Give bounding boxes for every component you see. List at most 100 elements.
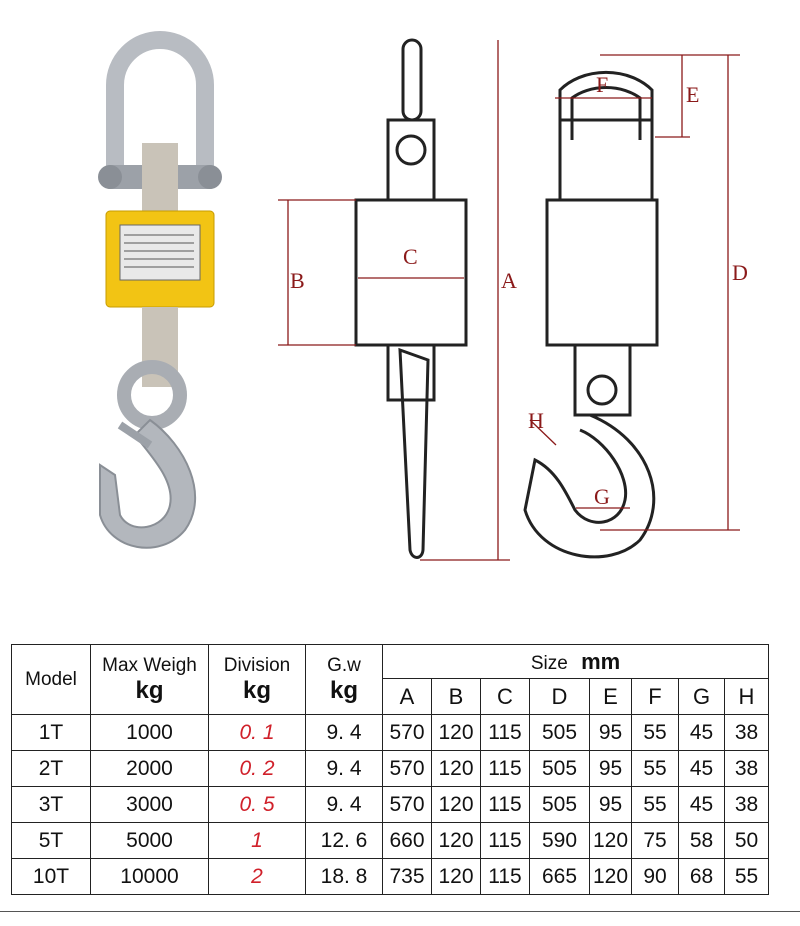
cell-size: 95 [589,786,632,823]
bottom-divider [0,911,800,912]
side-view-yoke [386,118,436,202]
cell-max-weight: 5000 [90,822,209,859]
cell-gw: 9. 4 [305,714,383,751]
size-col-a: A [382,678,432,715]
cell-size: 45 [678,786,725,823]
size-col-b: B [431,678,481,715]
cell-model: 5T [11,822,91,859]
cell-size: 55 [631,750,679,787]
cell-model: 2T [11,750,91,787]
cell-size: 590 [529,822,590,859]
front-view-yoke [558,118,654,202]
cell-gw: 18. 8 [305,858,383,895]
cell-max-weight: 1000 [90,714,209,751]
side-view-body [354,198,468,347]
header-max-weight: Max Weigh kg [90,644,209,715]
cell-size: 115 [480,750,530,787]
dim-label-c: C [403,244,418,269]
header-size-label: Size [530,652,568,674]
dim-label-a: A [501,268,517,293]
header-division-unit: kg [242,676,271,704]
front-view-hook [523,413,656,559]
cell-size: 38 [724,786,769,823]
spec-table: Model Max Weigh kg Division kg G.w kg Si… [11,644,769,895]
cell-size: 120 [431,822,481,859]
header-division-label: Division [223,654,291,676]
cell-size: 55 [631,786,679,823]
cell-max-weight: 2000 [90,750,209,787]
header-max-weight-unit: kg [135,676,164,704]
cell-model: 3T [11,786,91,823]
header-size-unit: mm [581,648,621,674]
cell-division: 0. 5 [208,786,306,823]
cell-size: 58 [678,822,725,859]
header-gw-unit: kg [329,676,358,704]
cell-gw: 9. 4 [305,750,383,787]
dim-label-h: H [528,408,544,433]
cell-size: 120 [431,714,481,751]
cell-model: 1T [11,714,91,751]
cell-size: 505 [529,786,590,823]
header-division: Division kg [208,644,306,715]
cell-size: 50 [724,822,769,859]
size-col-f: F [631,678,679,715]
cell-size: 55 [631,714,679,751]
cell-size: 55 [724,858,769,895]
size-col-g: G [678,678,725,715]
cell-size: 735 [382,858,432,895]
dim-label-f: F [596,72,608,97]
cell-size: 115 [480,822,530,859]
size-col-e: E [589,678,632,715]
size-col-c: C [480,678,530,715]
cell-size: 115 [480,786,530,823]
header-model: Model [11,644,91,715]
header-gw: G.w kg [305,644,383,715]
cell-size: 90 [631,858,679,895]
cell-size: 120 [589,822,632,859]
size-col-d: D [529,678,590,715]
front-view-lower-yoke [573,343,632,417]
cell-max-weight: 3000 [90,786,209,823]
front-view-body [545,198,659,347]
dim-label-d: D [732,260,748,285]
header-max-weight-label: Max Weigh [102,654,197,676]
cell-size: 665 [529,858,590,895]
cell-size: 75 [631,822,679,859]
cell-size: 115 [480,858,530,895]
side-view-shank [401,38,423,122]
header-size: Size mm [382,644,769,679]
cell-gw: 9. 4 [305,786,383,823]
cell-division: 2 [208,858,306,895]
cell-size: 68 [678,858,725,895]
dim-label-e: E [686,82,699,107]
cell-size: 570 [382,786,432,823]
cell-size: 120 [431,786,481,823]
cell-gw: 12. 6 [305,822,383,859]
cell-division: 0. 2 [208,750,306,787]
cell-max-weight: 10000 [90,858,209,895]
cell-size: 120 [431,858,481,895]
cell-size: 505 [529,750,590,787]
cell-size: 570 [382,750,432,787]
cell-size: 120 [431,750,481,787]
cell-size: 570 [382,714,432,751]
cell-size: 660 [382,822,432,859]
cell-size: 38 [724,714,769,751]
cell-size: 95 [589,714,632,751]
product-photo [98,31,222,549]
cell-division: 1 [208,822,306,859]
cell-division: 0. 1 [208,714,306,751]
cell-size: 38 [724,750,769,787]
cell-size: 45 [678,714,725,751]
cell-size: 95 [589,750,632,787]
side-view-lower-yoke [386,343,436,402]
cell-size: 505 [529,714,590,751]
dim-label-b: B [290,268,305,293]
cell-model: 10T [11,858,91,895]
